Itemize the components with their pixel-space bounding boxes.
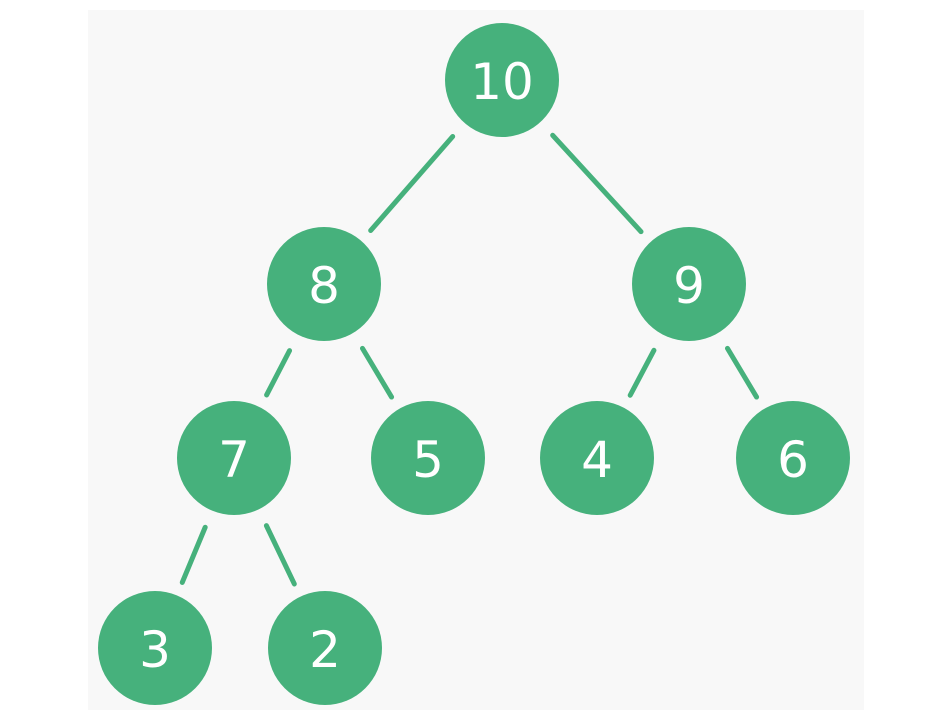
node-circle <box>540 401 654 515</box>
tree-node-4: 4 <box>540 401 654 515</box>
node-label: 10 <box>470 53 534 111</box>
node-circle <box>632 227 746 341</box>
edge-n7-n2 <box>263 523 297 587</box>
tree-node-7: 7 <box>177 401 291 515</box>
edge-n9-n6 <box>724 345 760 400</box>
node-circle <box>736 401 850 515</box>
tree-node-3: 3 <box>98 591 212 705</box>
node-circle <box>371 401 485 515</box>
edge-n8-n7 <box>264 348 293 398</box>
node-label: 8 <box>308 257 340 315</box>
node-label: 9 <box>673 257 705 315</box>
nodes: 10 8 9 7 5 4 6 3 2 <box>98 23 850 705</box>
node-label: 4 <box>581 431 613 489</box>
edge-n10-n9 <box>550 132 644 235</box>
node-circle <box>267 227 381 341</box>
node-label: 6 <box>777 431 809 489</box>
tree-node-2: 2 <box>268 591 382 705</box>
node-circle <box>177 401 291 515</box>
node-label: 2 <box>309 621 341 679</box>
node-label: 3 <box>139 621 171 679</box>
tree-node-8: 8 <box>267 227 381 341</box>
node-label: 5 <box>412 431 444 489</box>
node-circle <box>445 23 559 137</box>
node-circle <box>98 591 212 705</box>
edge-n7-n3 <box>179 524 208 585</box>
edge-n8-n5 <box>359 345 395 400</box>
edge-n9-n4 <box>627 347 657 398</box>
tree-node-10: 10 <box>445 23 559 137</box>
node-circle <box>268 591 382 705</box>
edge-n10-n8 <box>368 134 456 234</box>
tree-node-9: 9 <box>632 227 746 341</box>
edges <box>179 132 760 587</box>
tree-node-6: 6 <box>736 401 850 515</box>
node-label: 7 <box>218 431 250 489</box>
tree-node-5: 5 <box>371 401 485 515</box>
